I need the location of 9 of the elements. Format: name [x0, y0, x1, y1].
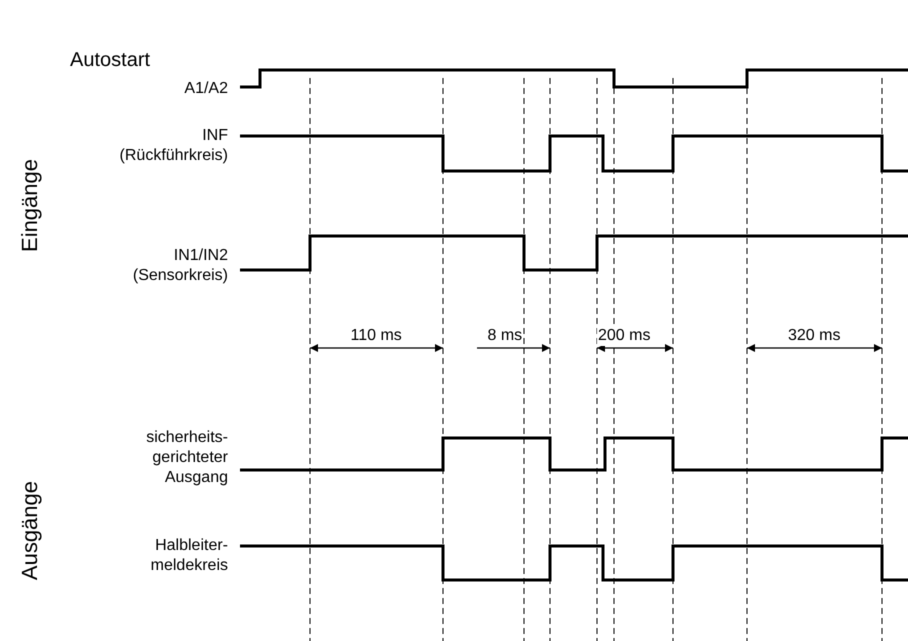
signal-name: IN1/IN2 (Sensorkreis)	[132, 246, 228, 286]
signal-name: Halbleiter- meldekreis	[150, 536, 228, 576]
signal-name: A1/A2	[183, 79, 228, 99]
signal-name: sicherheits- gerichteter Ausgang	[145, 428, 228, 488]
dimension-label: 200 ms	[597, 326, 652, 346]
group-label: Ausgänge	[17, 480, 43, 580]
diagram-title: Autostart	[70, 48, 150, 72]
signal-name: INF (Rückführkreis)	[118, 126, 228, 166]
group-label: Eingänge	[17, 158, 43, 252]
